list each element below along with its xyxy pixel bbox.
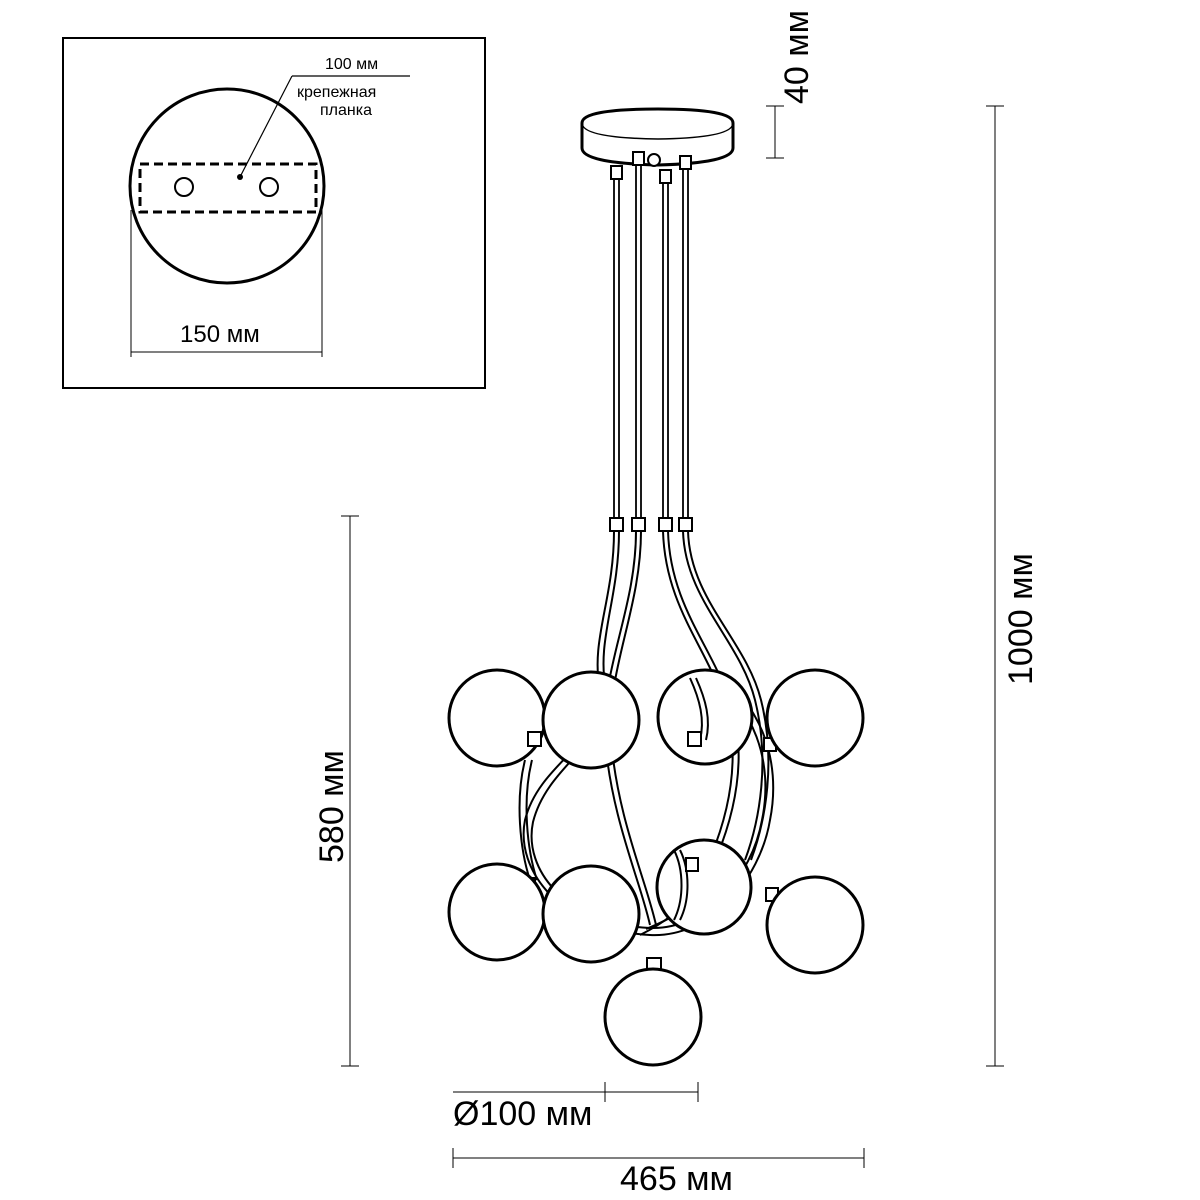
glass-globes bbox=[447, 668, 865, 1067]
canopy-circle bbox=[128, 87, 326, 285]
globe-6 bbox=[447, 862, 547, 962]
leader-line bbox=[239, 75, 293, 178]
shade-diameter-label: Ø100 мм bbox=[453, 1095, 592, 1133]
canopy-height-label: 40 мм bbox=[778, 10, 816, 104]
globe-5 bbox=[655, 838, 753, 936]
rod-top-connectors bbox=[610, 151, 692, 184]
plate-name-label-line2: планка bbox=[320, 102, 372, 119]
shade-diameter-dimension: Ø100 мм bbox=[453, 1082, 699, 1133]
mounting-hole-right bbox=[259, 177, 279, 197]
lamp-drawing bbox=[447, 107, 865, 1067]
globe-2 bbox=[656, 668, 754, 766]
plate-width-label: 100 мм bbox=[325, 56, 378, 73]
globe-1 bbox=[447, 668, 547, 768]
mounting-plate-dashed bbox=[138, 162, 318, 214]
socket-glints bbox=[527, 731, 702, 872]
mounting-hole-left bbox=[174, 177, 194, 197]
canopy-top-view-inset: 100 мм крепежная планка 150 мм bbox=[62, 37, 486, 389]
globe-8 bbox=[765, 875, 865, 975]
total-width-dimension: 465 мм bbox=[452, 1148, 865, 1198]
rod-couplers bbox=[609, 517, 693, 532]
globe-7 bbox=[541, 864, 641, 964]
globe-9 bbox=[603, 967, 703, 1067]
canopy-diameter-label: 150 мм bbox=[180, 321, 260, 348]
ceiling-canopy bbox=[580, 107, 735, 167]
total-height-dimension: 1000 мм bbox=[986, 105, 1040, 1067]
body-height-label: 580 мм bbox=[313, 750, 351, 863]
globe-4 bbox=[765, 668, 865, 768]
globe-3 bbox=[541, 670, 641, 770]
total-width-label: 465 мм bbox=[620, 1160, 733, 1198]
body-height-dimension: 580 мм bbox=[313, 515, 359, 1067]
canopy-height-dimension: 40 мм bbox=[766, 10, 816, 159]
suspension-rods bbox=[613, 164, 689, 522]
plate-name-label-line1: крепежная bbox=[297, 84, 376, 101]
total-height-label: 1000 мм bbox=[1002, 553, 1040, 685]
